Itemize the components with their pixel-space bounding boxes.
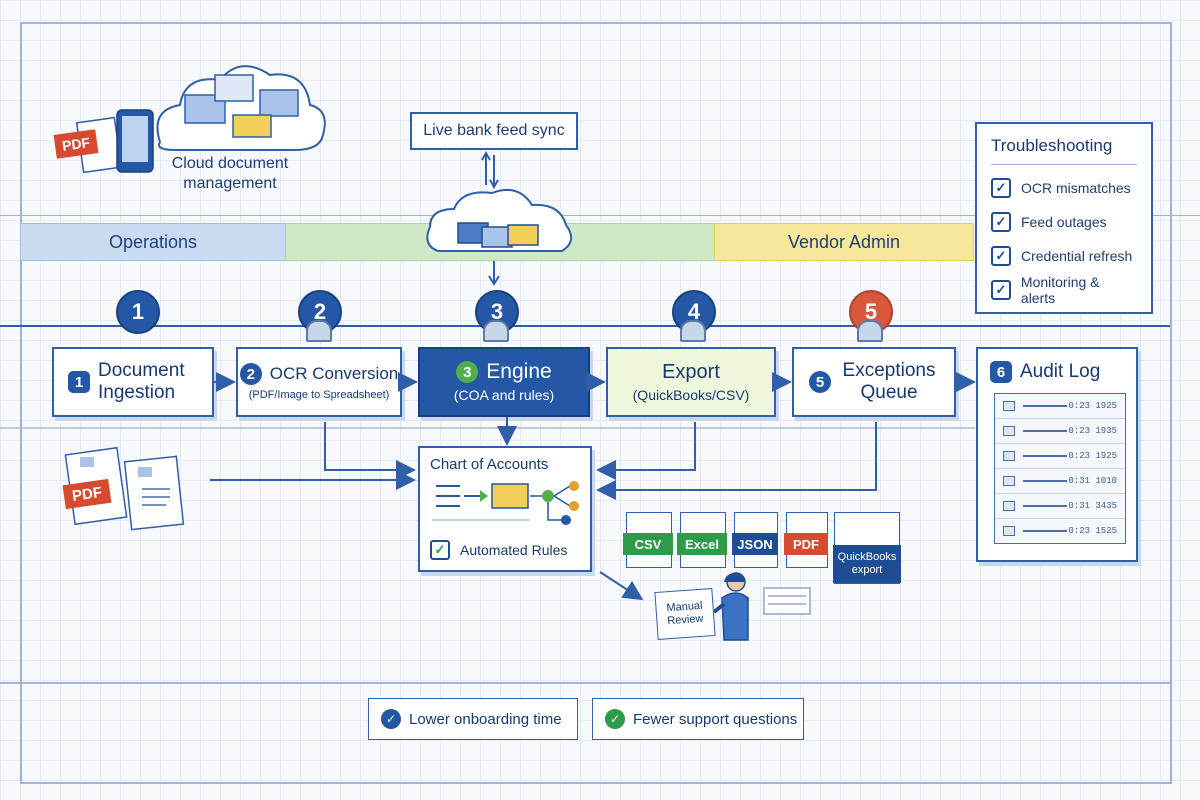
check-circle-icon: ✓ (381, 709, 401, 729)
troubleshooting-panel: Troubleshooting ✓OCR mismatches ✓Feed ou… (975, 122, 1153, 314)
log-entry-icon (1003, 501, 1015, 511)
troubleshooting-item[interactable]: ✓Monitoring & alerts (991, 273, 1137, 307)
audit-log-row[interactable]: 0:23 1935 (995, 419, 1125, 444)
cloud-doc-illustration: PDF Cloud document management (53, 50, 335, 200)
troubleshooting-title: Troubleshooting (991, 136, 1137, 165)
chart-of-accounts-panel: Chart of Accounts ✓ Automated Rules (418, 446, 592, 572)
lane-operations-label: Operations (108, 231, 198, 252)
log-timestamp: 0:23 1925 (1068, 451, 1117, 461)
log-entry-icon (1003, 426, 1015, 436)
step-title: OCR Conversion (269, 364, 399, 383)
bank-feed-box: Live bank feed sync (410, 112, 578, 150)
step-subtitle: (COA and rules) (453, 387, 555, 403)
step-number-badge: 3 (456, 361, 479, 383)
log-timestamp: 0:23 1935 (1068, 426, 1117, 436)
checkbox-icon: ✓ (991, 178, 1011, 198)
check-circle-icon: ✓ (605, 709, 625, 729)
bank-feed-label: Live bank feed sync (423, 122, 565, 139)
connector-arrows (0, 372, 976, 601)
person-avatar-icon (857, 320, 883, 342)
lane-operations: Operations (20, 223, 286, 261)
coa-title: Chart of Accounts (430, 456, 549, 473)
frame-bottom (20, 782, 1172, 784)
log-timestamp: 0:31 3435 (1068, 501, 1117, 511)
step-title: Exceptions Queue (842, 360, 936, 403)
person-avatar-icon (483, 320, 509, 342)
audit-log-row[interactable]: 0:23 1925 (995, 394, 1125, 419)
benefit-label: Fewer support questions (633, 710, 798, 728)
troubleshooting-item[interactable]: ✓Credential refresh (991, 239, 1137, 273)
cloud-icon (75, 65, 326, 174)
benefit-card: ✓ Fewer support questions (592, 698, 804, 740)
step-ocr-conversion[interactable]: 2 OCR Conversion (PDF/Image to Spreadshee… (236, 347, 402, 417)
sync-cloud-icon (426, 189, 573, 252)
step-number-badge: 6 (990, 361, 1012, 383)
checkbox-icon: ✓ (430, 540, 450, 560)
step-subtitle: (QuickBooks/CSV) (632, 387, 750, 403)
step-number-badge: 1 (68, 371, 90, 393)
step-number-badge: 5 (809, 371, 831, 393)
frame-top (20, 22, 1172, 24)
rules-flow-icon (432, 481, 579, 525)
audit-log-row[interactable]: 0:23 1525 (995, 519, 1125, 543)
audit-log-table: 0:23 1925 0:23 1935 0:23 1925 0:31 1010 … (994, 393, 1126, 544)
audit-log-row[interactable]: 0:23 1925 (995, 444, 1125, 469)
step-title: Engine (486, 360, 552, 383)
step-document-ingestion[interactable]: 1 Document Ingestion (52, 347, 214, 417)
log-entry-icon (1003, 476, 1015, 486)
lane-vendor-admin: Vendor Admin (714, 223, 974, 261)
step-circle-2: 2 (298, 290, 342, 334)
benefit-label: Lower onboarding time (409, 710, 562, 728)
step-circle-1: 1 (116, 290, 160, 334)
log-timestamp: 0:23 1925 (1068, 401, 1117, 411)
audit-log-row[interactable]: 0:31 1010 (995, 469, 1125, 494)
manual-review-card[interactable]: Manual Review (654, 588, 716, 640)
step-exceptions-queue[interactable]: 5 Exceptions Queue (792, 347, 956, 417)
export-format-csv[interactable]: CSV (623, 512, 673, 568)
step-subtitle: (PDF/Image to Spreadsheet) (248, 389, 390, 401)
log-entry-icon (1003, 451, 1015, 461)
reviewer-person-icon (714, 572, 811, 641)
frame-right (1170, 22, 1172, 782)
step-title: Document Ingestion (98, 360, 185, 403)
checkbox-icon: ✓ (991, 280, 1011, 300)
export-format-excel[interactable]: Excel (677, 512, 727, 568)
log-entry-icon (1003, 526, 1015, 536)
checkbox-icon: ✓ (991, 246, 1011, 266)
manual-review-label: Manual Review (666, 599, 704, 628)
step-title: Audit Log (1020, 361, 1101, 382)
divider-top (0, 215, 1200, 216)
troubleshooting-item[interactable]: ✓Feed outages (991, 205, 1137, 239)
troubleshooting-item[interactable]: ✓OCR mismatches (991, 171, 1137, 205)
coa-rules-label: Automated Rules (460, 542, 568, 558)
step-audit-log[interactable]: 6 Audit Log 0:23 1925 0:23 1935 0:23 192… (976, 347, 1138, 562)
export-format-quickbooks[interactable]: QuickBooks export (833, 512, 901, 584)
step-title: Export (662, 361, 720, 383)
step-circle-3: 3 (475, 290, 519, 334)
divider-bottom (0, 682, 1170, 684)
log-entry-icon (1003, 401, 1015, 411)
export-format-pdf[interactable]: PDF (784, 512, 828, 568)
cloud-doc-label: Cloud document management (171, 155, 289, 192)
flow-arrows-center (481, 150, 500, 286)
checkbox-icon: ✓ (991, 212, 1011, 232)
person-avatar-icon (680, 320, 706, 342)
person-avatar-icon (306, 320, 332, 342)
step-circle-5: 5 (849, 290, 893, 334)
audit-log-row[interactable]: 0:31 3435 (995, 494, 1125, 519)
lane-vendor-admin-label: Vendor Admin (787, 231, 901, 252)
log-timestamp: 0:31 1010 (1068, 476, 1117, 486)
log-timestamp: 0:23 1525 (1068, 526, 1117, 536)
divider-mid (0, 325, 1170, 327)
step-number-badge: 2 (239, 363, 262, 385)
frame-left (20, 22, 22, 782)
benefit-card: ✓ Lower onboarding time (368, 698, 578, 740)
step-export[interactable]: Export (QuickBooks/CSV) (606, 347, 776, 417)
export-format-json[interactable]: JSON (732, 512, 778, 568)
